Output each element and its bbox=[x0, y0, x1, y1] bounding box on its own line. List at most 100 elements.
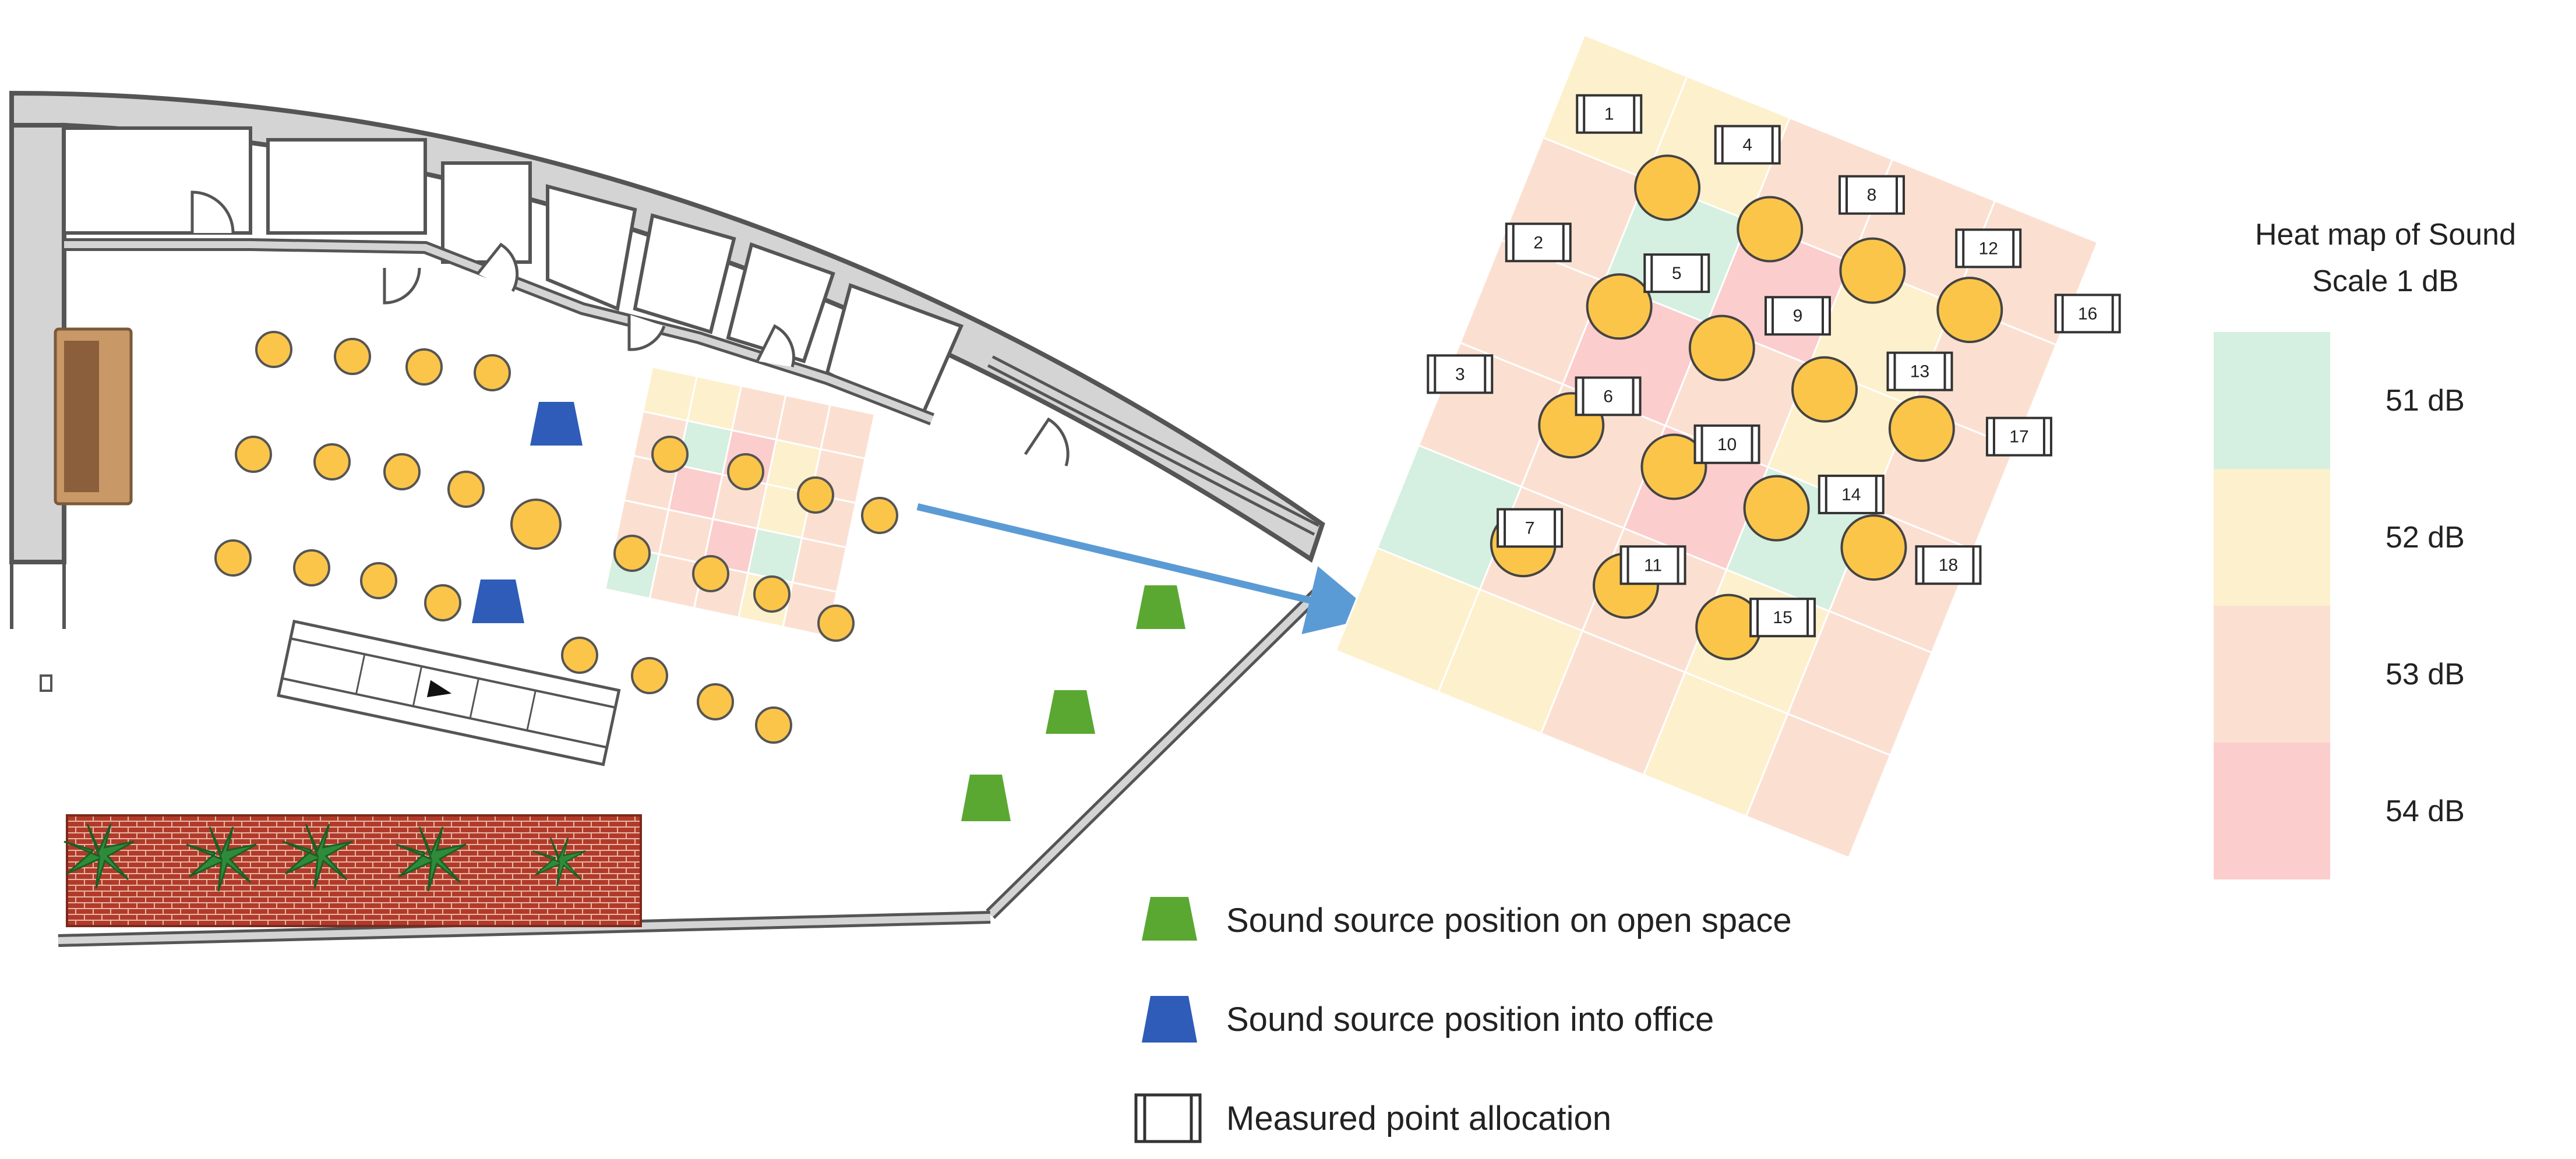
door-6 bbox=[1024, 417, 1070, 467]
measured-point-label: 13 bbox=[1910, 362, 1929, 381]
seat bbox=[313, 443, 351, 480]
measured-point-label: 3 bbox=[1455, 365, 1465, 384]
seat bbox=[405, 348, 443, 386]
measured-point-label: 15 bbox=[1773, 608, 1792, 627]
door-3 bbox=[477, 242, 519, 292]
measured-point-3: 3 bbox=[1427, 354, 1494, 394]
measured-point-label: 5 bbox=[1672, 264, 1682, 283]
scale-swatch-53 bbox=[2214, 606, 2330, 743]
seat bbox=[1737, 196, 1804, 263]
measured-point-label: Measured point allocation bbox=[1226, 1100, 1611, 1137]
open-source-2 bbox=[1046, 690, 1095, 734]
seat bbox=[383, 453, 421, 490]
room-3 bbox=[441, 161, 532, 264]
measured-point-6: 6 bbox=[1575, 376, 1642, 416]
seat bbox=[510, 499, 562, 550]
seat bbox=[1791, 356, 1858, 423]
floor-heat-grid bbox=[604, 366, 876, 638]
door-2 bbox=[383, 267, 421, 305]
seat bbox=[1888, 395, 1955, 462]
measured-point-label: 8 bbox=[1867, 186, 1877, 205]
seat bbox=[1634, 154, 1701, 221]
seat bbox=[235, 436, 272, 473]
seat bbox=[753, 575, 791, 613]
seat bbox=[1688, 315, 1755, 381]
entrance-marker bbox=[40, 674, 52, 692]
scale-swatch-52 bbox=[2214, 469, 2330, 606]
seat bbox=[1840, 514, 1907, 581]
seat bbox=[1936, 277, 2003, 344]
measured-point-13: 13 bbox=[1886, 351, 1953, 391]
measured-point-label: 1 bbox=[1604, 105, 1614, 124]
seat bbox=[334, 338, 371, 375]
measured-point-label: 2 bbox=[1533, 233, 1543, 252]
measured-point-5: 5 bbox=[1643, 253, 1710, 294]
scale-label-51: 51 dB bbox=[2386, 384, 2465, 418]
seat bbox=[1839, 237, 1906, 304]
seat bbox=[755, 706, 792, 744]
measured-point-11: 11 bbox=[1619, 545, 1686, 585]
office-source-2 bbox=[472, 580, 524, 623]
office-source-1 bbox=[530, 402, 583, 446]
door-4 bbox=[627, 315, 666, 351]
seat bbox=[613, 535, 651, 572]
measured-point-label: 16 bbox=[2078, 304, 2097, 323]
seat bbox=[214, 539, 252, 577]
measured-point-8: 8 bbox=[1839, 175, 1905, 215]
seat bbox=[727, 453, 764, 490]
seat bbox=[561, 637, 598, 674]
measured-point-15: 15 bbox=[1749, 598, 1816, 638]
measured-point-1: 1 bbox=[1576, 94, 1643, 134]
measured-point-label: 12 bbox=[1979, 239, 1998, 258]
seat bbox=[817, 605, 855, 642]
palm-plants bbox=[63, 824, 586, 892]
room-4 bbox=[546, 184, 637, 312]
seat bbox=[1640, 433, 1707, 500]
open-source-3 bbox=[961, 775, 1011, 821]
door-5 bbox=[756, 324, 795, 368]
seat bbox=[474, 354, 511, 391]
open-space-sound-sources bbox=[961, 585, 1185, 821]
scale-label-54: 54 dB bbox=[2386, 794, 2465, 828]
seat bbox=[255, 331, 292, 368]
scale-swatches: 51 dB 52 dB 53 dB 54 dB bbox=[2214, 332, 2465, 879]
floor-plan bbox=[9, 90, 1378, 947]
measured-point-9: 9 bbox=[1765, 296, 1832, 336]
measured-point-icon bbox=[1134, 1093, 1202, 1143]
measured-point-18: 18 bbox=[1915, 545, 1982, 585]
measured-point-label: 11 bbox=[1644, 556, 1662, 575]
measured-point-7: 7 bbox=[1497, 508, 1564, 548]
seat bbox=[360, 562, 397, 599]
scale-label-52: 52 dB bbox=[2386, 521, 2465, 554]
room-6 bbox=[726, 242, 835, 363]
bottom-legend: Sound source position on open space Soun… bbox=[1134, 897, 1792, 1143]
room-5 bbox=[633, 213, 736, 334]
seat bbox=[1743, 475, 1810, 542]
floor-seats bbox=[214, 331, 898, 744]
door-1 bbox=[190, 190, 235, 234]
room-2 bbox=[266, 138, 427, 235]
measured-point-14: 14 bbox=[1818, 474, 1885, 514]
measured-point-12: 12 bbox=[1955, 228, 2022, 268]
measured-point-4: 4 bbox=[1714, 125, 1781, 165]
seat bbox=[1695, 593, 1762, 660]
office-source-icon bbox=[1142, 996, 1197, 1043]
seat bbox=[424, 584, 461, 621]
measured-point-label: 6 bbox=[1603, 387, 1613, 406]
escalator bbox=[277, 619, 621, 766]
open-space-source-label: Sound source position on open space bbox=[1226, 902, 1792, 939]
scale-label-53: 53 dB bbox=[2386, 658, 2465, 691]
zoom-arrow bbox=[916, 503, 1378, 634]
measured-point-label: 17 bbox=[2009, 427, 2028, 447]
seat bbox=[1586, 273, 1653, 340]
seat bbox=[861, 497, 898, 534]
open-source-1 bbox=[1136, 585, 1185, 629]
measured-point-label: 18 bbox=[1939, 556, 1958, 575]
seat bbox=[447, 471, 485, 508]
seat bbox=[293, 549, 330, 586]
seat bbox=[692, 555, 729, 592]
seat bbox=[651, 436, 689, 473]
measured-point-label: 10 bbox=[1717, 435, 1737, 454]
measured-point-label: 14 bbox=[1841, 485, 1861, 504]
